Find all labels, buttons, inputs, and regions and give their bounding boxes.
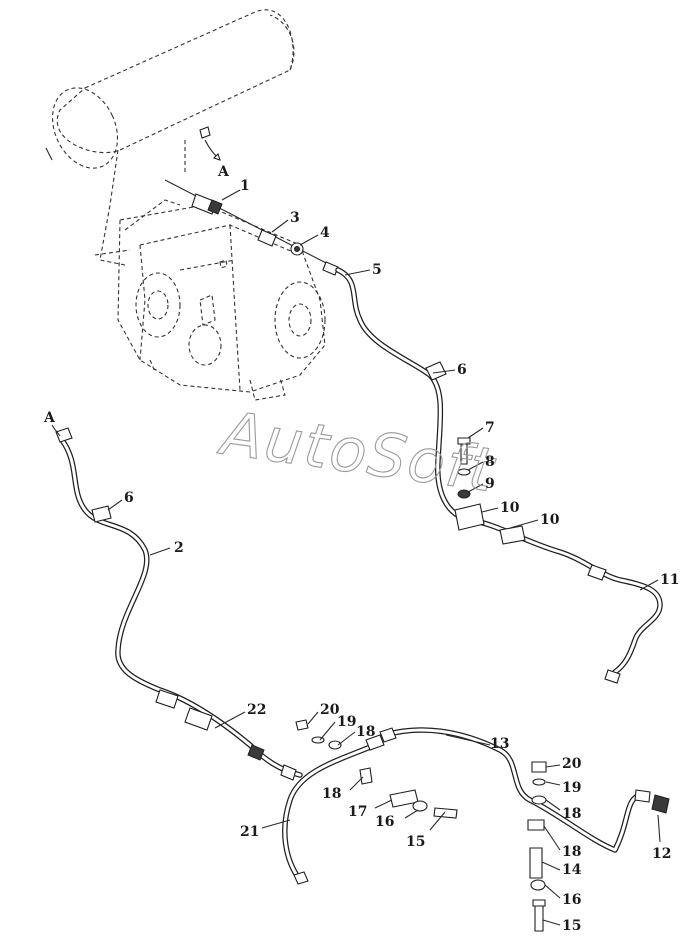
- pipe-5: [335, 267, 663, 684]
- part-label-10-b: 10: [540, 512, 560, 528]
- part-label-22: 22: [247, 702, 266, 718]
- part-label-5: 5: [372, 262, 382, 278]
- part-label-1: 1: [240, 178, 250, 194]
- part-label-9: 9: [485, 476, 495, 492]
- part-label-19-right: 19: [562, 780, 581, 796]
- bracket-fasteners-7-10: [454, 437, 526, 545]
- part-label-16-left: 16: [375, 814, 394, 830]
- part-label-13: 13: [490, 736, 509, 752]
- watermark-text: AutoSoft: [214, 398, 500, 506]
- part-label-14: 14: [562, 862, 582, 878]
- part-label-18-c: 18: [562, 806, 581, 822]
- part-labels: 1 2 3 4 5 6 6 7 8 9 10 10 11 12 13 14 15…: [124, 178, 679, 934]
- part-label-17: 17: [348, 804, 367, 820]
- transmission-housing: [94, 199, 326, 401]
- part-label-3: 3: [290, 210, 300, 226]
- part-label-18-d: 18: [562, 844, 581, 860]
- part-label-15-right: 15: [562, 918, 581, 934]
- part-label-7: 7: [485, 420, 495, 436]
- fastener-stack-right: [527, 761, 547, 932]
- pipe-13: [379, 727, 670, 853]
- part-label-18-a: 18: [356, 724, 375, 740]
- part-label-19-left: 19: [337, 714, 356, 730]
- part-label-8: 8: [485, 454, 495, 470]
- view-marker-label: A: [217, 164, 230, 180]
- part-label-2: 2: [174, 540, 184, 556]
- part-label-6-upper: 6: [457, 362, 467, 378]
- part-label-4: 4: [320, 225, 330, 241]
- part-label-12: 12: [652, 846, 671, 862]
- part-label-18-b: 18: [322, 786, 341, 802]
- view-marker-label: A: [43, 410, 56, 426]
- part-label-21: 21: [240, 824, 259, 840]
- fastener-stack-left: [295, 719, 458, 819]
- leader-lines: [107, 189, 661, 926]
- pipe-21: [282, 734, 385, 885]
- part-label-6-left: 6: [124, 490, 134, 506]
- part-label-16-right: 16: [562, 892, 581, 908]
- fittings-upper: [164, 179, 339, 276]
- part-label-15-left: 15: [406, 834, 425, 850]
- part-label-11: 11: [660, 572, 679, 588]
- part-label-10-a: 10: [500, 500, 520, 516]
- part-label-20-right: 20: [562, 756, 582, 772]
- view-marker-left: A: [43, 410, 61, 437]
- view-marker-top: A: [204, 139, 230, 180]
- air-tank: [45, 9, 295, 266]
- part-label-20-left: 20: [320, 702, 340, 718]
- pipe-2: [55, 427, 303, 781]
